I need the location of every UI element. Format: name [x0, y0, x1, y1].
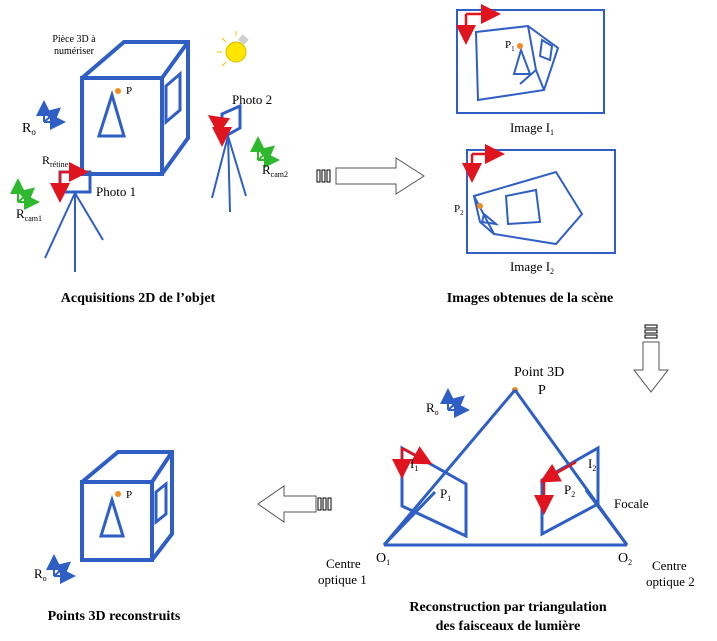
reconstructed-cube: [80, 450, 174, 562]
p1-label: P1: [440, 486, 451, 503]
plane2-axis-x: [539, 460, 577, 483]
focale-label: Focale: [614, 496, 649, 511]
photo2-label: Photo 2: [232, 92, 272, 107]
ref-ro-label-3: Ro: [426, 400, 439, 417]
down-arrow-icon: [632, 324, 670, 393]
p2-label: P2: [564, 482, 575, 499]
cam2-retine-axis-x: [207, 115, 231, 135]
image2-frame: [466, 149, 616, 254]
panel-reconstructed: P Ro Points 3D reconstruits: [34, 450, 181, 624]
caption-triangulation-2: des faisceaux de lumière: [436, 619, 581, 634]
object-label-line2: numériser: [54, 46, 95, 57]
object-cube: [80, 40, 190, 176]
left-arrow-icon: [257, 485, 332, 523]
o1-label: O1: [376, 551, 390, 567]
image1-frame: [456, 9, 605, 114]
centre1-line1: Centre: [326, 556, 361, 571]
cam2-label: Rcam2: [262, 162, 288, 179]
retine-label: Rrétine: [42, 153, 69, 169]
object-side-window: [164, 70, 182, 126]
cam1-label: Rcam1: [16, 206, 42, 223]
point3d-p-label: P: [538, 383, 546, 398]
image2-p2-label: P2: [454, 203, 464, 217]
i1-label: I1: [410, 456, 418, 473]
image1-caption: Image I1: [510, 120, 554, 137]
photo1-label: Photo 1: [96, 184, 136, 199]
panel-triangulation: Point 3D P Ro I1 P1 I2 P2 Focale O1 O: [318, 365, 695, 634]
image2-object: [472, 170, 584, 246]
centre2-line1: Centre: [652, 558, 687, 573]
ray-o1-p1: [382, 490, 437, 547]
light-bulb-icon: [217, 31, 249, 67]
panel-acquisitions: P Pièce 3D à numériser Ro Rrétine Photo …: [10, 31, 288, 306]
reconstructed-point-marker: [115, 491, 121, 497]
reconstructed-p-label: P: [126, 489, 132, 501]
o2-label: O2: [618, 551, 632, 567]
caption-images: Images obtenues de la scène: [447, 291, 613, 306]
ref-axes-icon: [440, 388, 470, 418]
camera2-body: [220, 103, 242, 141]
point3d-label: Point 3D: [514, 365, 564, 380]
reconstructed-side-window: [154, 480, 168, 526]
cam2-axes-icon: [250, 136, 280, 168]
cam1-axes-icon: [10, 178, 40, 210]
panel-images: P1 Image I1 P2 Image I2 Images obtenues …: [447, 4, 616, 306]
plane1-axis-x: [401, 446, 433, 465]
image-plane-1: [400, 445, 468, 539]
tripod2: [211, 135, 247, 213]
i2-label: I2: [588, 456, 596, 473]
object-label-line1: Pièce 3D à: [52, 34, 96, 45]
image1-p1-label: P1: [505, 39, 515, 53]
caption-triangulation-1: Reconstruction par triangulation: [409, 600, 607, 615]
centre1-line2: optique 1: [318, 572, 367, 587]
ref-axes-icon-4: [46, 554, 76, 584]
caption-reconstructed: Points 3D reconstruits: [48, 609, 181, 624]
centre2-line2: optique 2: [646, 574, 695, 589]
image2-caption: Image I2: [510, 259, 554, 276]
ref-ro-label: Ro: [22, 121, 36, 137]
image1-point-marker: [517, 43, 523, 49]
image1-object: [474, 24, 560, 102]
ray-o2-p2: [584, 489, 629, 546]
ref-ro-label-4: Ro: [34, 566, 47, 583]
point-p-label: P: [126, 85, 132, 97]
object-triangle: [96, 89, 127, 138]
tripod1: [44, 192, 104, 272]
point-p-marker: [115, 88, 121, 94]
image2-point-marker: [477, 203, 483, 209]
reconstructed-triangle: [98, 494, 126, 538]
right-arrow-icon: [316, 157, 425, 195]
caption-acquisitions: Acquisitions 2D de l’objet: [61, 291, 216, 306]
axes-icon: [36, 100, 66, 130]
